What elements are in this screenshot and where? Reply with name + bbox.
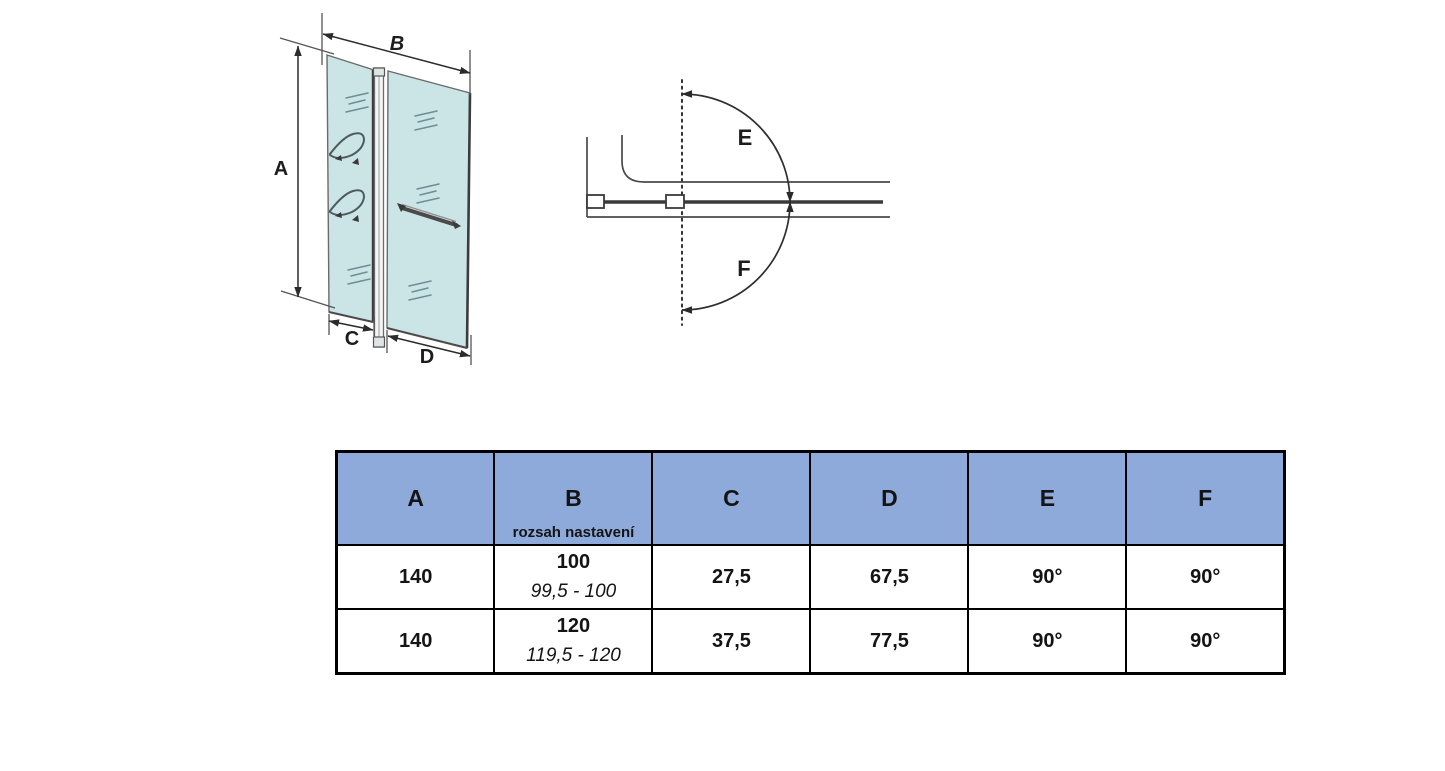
front-view-diagram: A B C D xyxy=(274,13,472,368)
cell-d-row2: 77,5 xyxy=(809,608,970,675)
col-header-c: C xyxy=(651,450,812,546)
glass-panel-left xyxy=(326,54,375,323)
dimension-d: D xyxy=(386,330,472,368)
cell-b-row1-range: 99,5 - 100 xyxy=(530,581,617,602)
glass-reflection-marks xyxy=(345,92,440,301)
hook-top xyxy=(329,132,365,165)
cell-b-row1: 100 99,5 - 100 xyxy=(493,544,654,610)
cell-f-row1: 90° xyxy=(1125,544,1286,610)
dim-label-a: A xyxy=(274,158,288,180)
cell-a-row1: 140 xyxy=(335,544,496,610)
cell-e-row1: 90° xyxy=(967,544,1128,610)
glass-panel-plan xyxy=(586,194,883,209)
towel-bar xyxy=(397,203,461,229)
header-row: A B rozsah nastavení C D E F xyxy=(335,450,1286,546)
col-header-e-label: E xyxy=(1039,485,1056,511)
col-header-b-sublabel: rozsah nastavení xyxy=(512,524,635,541)
dimension-c: C xyxy=(328,314,375,350)
dimension-b: B xyxy=(321,13,471,95)
col-header-e: E xyxy=(967,450,1128,546)
col-header-d-label: D xyxy=(881,485,898,511)
swing-arc-f: F xyxy=(681,201,794,314)
cell-b-row2-range: 119,5 - 120 xyxy=(526,645,621,666)
col-header-b: B rozsah nastavení xyxy=(493,450,654,546)
dim-label-c: C xyxy=(345,328,359,350)
dim-label-b: B xyxy=(390,33,404,55)
cell-c-row2: 37,5 xyxy=(651,608,812,675)
angle-label-e: E xyxy=(738,125,753,150)
cell-b-row2: 120 119,5 - 120 xyxy=(493,608,654,675)
table-row: 140 120 119,5 - 120 37,5 77,5 90° 90° xyxy=(335,608,1286,675)
hook-bottom xyxy=(329,189,365,222)
cell-c-row1: 27,5 xyxy=(651,544,812,610)
cell-f-row2: 90° xyxy=(1125,608,1286,675)
table-row: 140 100 99,5 - 100 27,5 67,5 90° 90° xyxy=(335,544,1286,610)
cell-d-row1: 67,5 xyxy=(809,544,970,610)
dimension-a: A xyxy=(274,37,336,309)
cell-b-row2-value: 120 xyxy=(556,615,591,637)
wall-bracket xyxy=(586,194,605,209)
cell-e-row2: 90° xyxy=(967,608,1128,675)
spec-table: A B rozsah nastavení C D E F 140 100 99,… xyxy=(335,450,1286,675)
col-header-f: F xyxy=(1125,450,1286,546)
col-header-b-label: B xyxy=(565,485,582,511)
top-view-diagram: E F xyxy=(586,79,890,326)
col-header-a-label: A xyxy=(407,485,425,511)
hinge-profile xyxy=(372,67,386,348)
col-header-d: D xyxy=(809,450,970,546)
angle-label-f: F xyxy=(737,256,750,281)
col-header-c-label: C xyxy=(723,485,740,511)
hinge-bracket xyxy=(665,194,685,209)
cell-b-row1-value: 100 xyxy=(556,551,591,573)
col-header-a: A xyxy=(335,450,496,546)
col-header-f-label: F xyxy=(1198,485,1213,511)
dim-label-d: D xyxy=(420,346,434,368)
swing-arc-e: E xyxy=(681,90,794,203)
cell-a-row2: 140 xyxy=(335,608,496,675)
